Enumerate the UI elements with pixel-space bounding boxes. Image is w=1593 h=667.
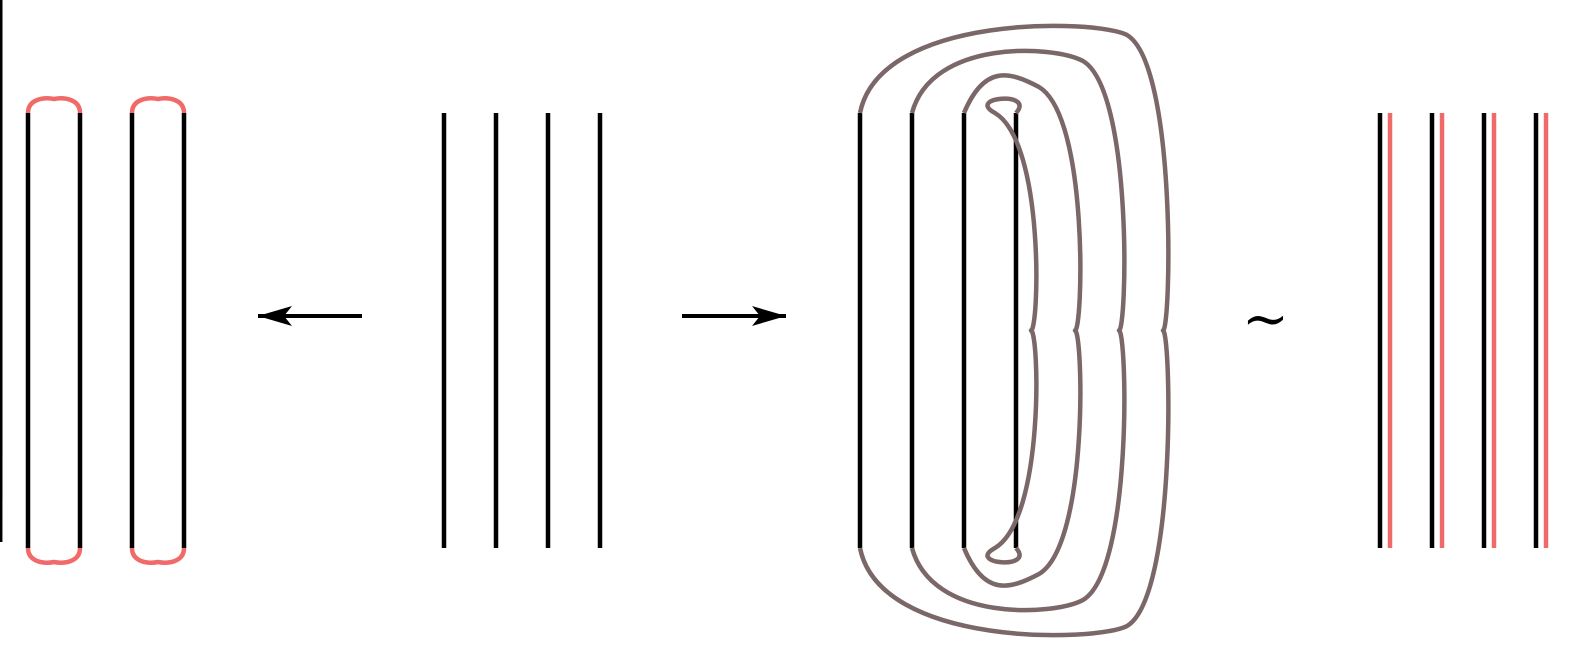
plat-closure-panel — [0, 0, 187, 565]
right-arrow-icon — [682, 306, 786, 326]
top-cap-1 — [25, 96, 83, 114]
braid-panel — [0, 0, 603, 548]
closure-strand-4 — [985, 96, 1039, 565]
arrow-head — [752, 306, 786, 326]
equivalence-symbol: ~ — [1242, 287, 1289, 352]
bottom-cap-2 — [129, 547, 187, 565]
closure-strand-1 — [857, 23, 1171, 638]
left-arrow-icon — [258, 306, 362, 326]
parallel-copy-panel — [0, 0, 1549, 548]
top-cap-2 — [129, 96, 187, 114]
closure-strand-3 — [961, 73, 1083, 588]
closure-strand-2 — [909, 48, 1127, 613]
arrow-head — [258, 306, 292, 326]
trace-closure-panel — [0, 0, 1171, 638]
bottom-cap-1 — [25, 547, 83, 565]
